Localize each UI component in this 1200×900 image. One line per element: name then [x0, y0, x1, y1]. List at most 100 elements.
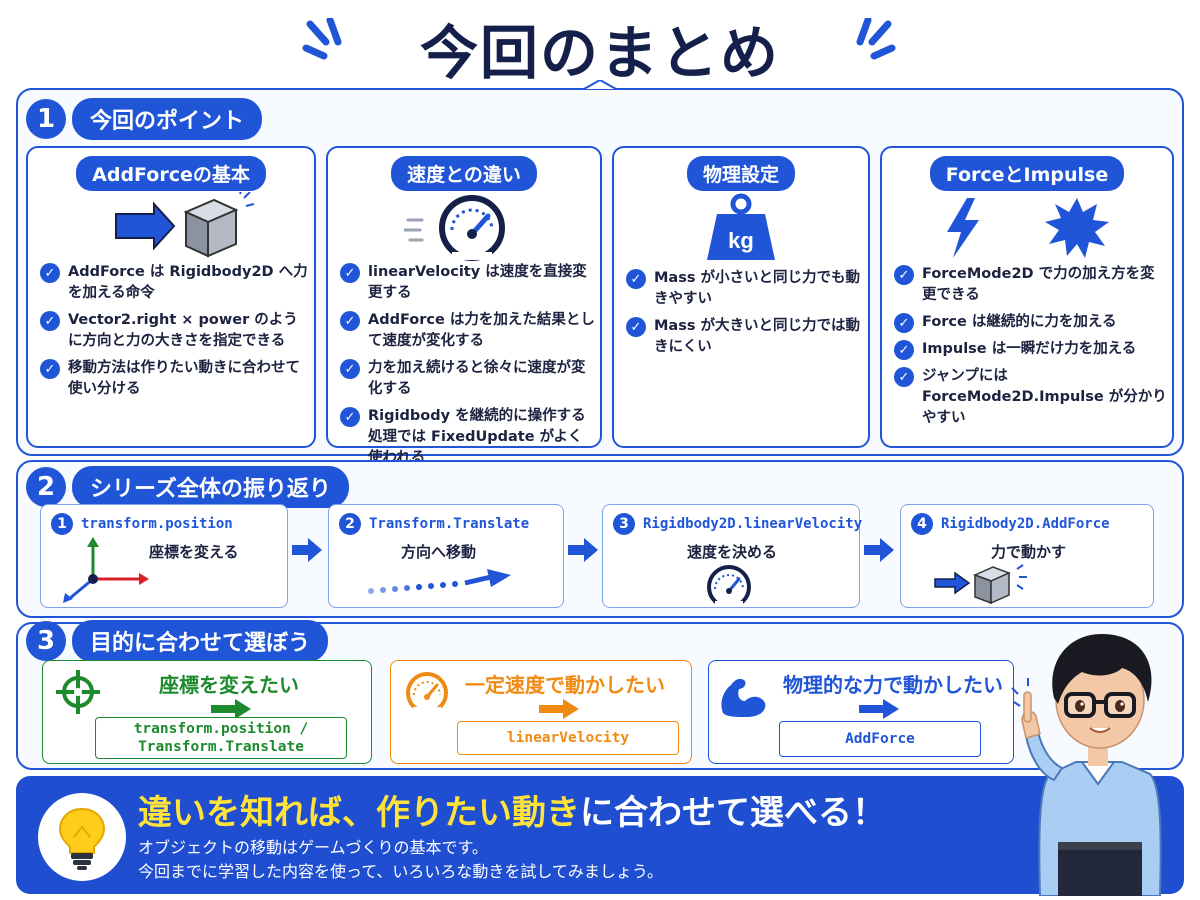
lightbulb-badge: [38, 793, 126, 881]
card-physics-settings: 物理設定 kg ✓Mass が小さいと同じ力でも動きやすい ✓Mass が大きい…: [612, 146, 870, 448]
weight-icon: kg: [614, 192, 868, 264]
check-icon: ✓: [40, 359, 60, 379]
flow-arrow-icon: [568, 538, 598, 562]
section-number: 3: [26, 621, 66, 661]
check-icon: ✓: [894, 340, 914, 360]
step-transform-position: 1 transform.position 座標を変える: [40, 504, 288, 608]
list-item: ✓ForceMode2D で力の加え方を変更できる: [894, 264, 1168, 306]
left-burst-icon: [302, 18, 342, 60]
push-box-icon: [934, 564, 1027, 605]
card-force-impulse: ForceとImpulse ✓ForceMode2D で力の加え方を変更できる …: [880, 146, 1174, 448]
step-name: transform.position: [81, 516, 233, 532]
section-title: 今回のポイント: [72, 98, 263, 140]
speedometer-icon: [707, 565, 751, 607]
lightning-icon: [947, 198, 979, 258]
banner-headline: 違いを知れば、作りたい動きに合わせて選べる！: [138, 793, 886, 833]
step-number: 1: [51, 513, 73, 535]
step-name: Transform.Translate: [369, 516, 530, 532]
api-box: AddForce: [779, 721, 981, 757]
step-number: 2: [339, 513, 361, 535]
flexed-arm-icon: [721, 678, 766, 717]
card-title: ForceとImpulse: [929, 156, 1125, 191]
list-item: ✓力を加え続けると徐々に速度が変化する: [340, 358, 596, 400]
card-title: AddForceの基本: [76, 156, 266, 191]
card-addforce-basics: AddForceの基本 ✓AddForce は Rigidbody2D へ力を加…: [26, 146, 316, 448]
bullet-list: ✓linearVelocity は速度を直接変更する ✓AddForce は力を…: [340, 262, 596, 475]
check-icon: ✓: [340, 311, 360, 331]
step-description: 座標を変える: [149, 543, 239, 561]
choice-title: 座標を変えたい: [159, 673, 299, 697]
section-title: シリーズ全体の振り返り: [72, 466, 349, 508]
choice-title: 一定速度で動かしたい: [465, 673, 665, 697]
check-icon: ✓: [40, 311, 60, 331]
title-area: 今回のまとめ: [0, 0, 1200, 87]
list-item: ✓ジャンプには ForceMode2D.Impulse が分かりやすい: [894, 366, 1168, 429]
section-3-header: 3 目的に合わせて選ぼう: [26, 620, 329, 662]
lightbulb-icon: [58, 807, 106, 870]
check-icon: ✓: [894, 313, 914, 333]
bullet-list: ✓AddForce は Rigidbody2D へ力を加える命令 ✓Vector…: [40, 262, 308, 406]
down-arrow-icon: [859, 699, 899, 719]
choice-title: 物理的な力で動かしたい: [783, 673, 1003, 697]
list-item: ✓Force は継続的に力を加える: [894, 312, 1168, 333]
step-name: Rigidbody2D.AddForce: [941, 516, 1110, 532]
step-description: 速度を決める: [687, 543, 778, 561]
check-icon: ✓: [340, 407, 360, 427]
impact-burst-icon: [1045, 198, 1109, 258]
right-burst-icon: [856, 18, 896, 60]
flow-arrow-icon: [864, 538, 894, 562]
axes-icon: [63, 537, 149, 603]
step-description: 方向へ移動: [401, 543, 477, 561]
bullet-list: ✓ForceMode2D で力の加え方を変更できる ✓Force は継続的に力を…: [894, 264, 1168, 435]
choice-constant-speed: 一定速度で動かしたい linearVelocity: [390, 660, 692, 764]
dotted-arrow-icon: [368, 569, 511, 594]
section-title: 目的に合わせて選ぼう: [72, 620, 329, 662]
push-box-icon: [28, 192, 314, 260]
speedometer-icon: [406, 672, 448, 713]
list-item: ✓移動方法は作りたい動きに合わせて使い分ける: [40, 358, 308, 400]
check-icon: ✓: [40, 263, 60, 283]
section-1-header: 1 今回のポイント: [26, 98, 263, 140]
check-icon: ✓: [626, 317, 646, 337]
svg-text:kg: kg: [728, 228, 754, 253]
card-title: 速度との違い: [391, 156, 537, 191]
down-arrow-icon: [211, 699, 251, 719]
bullet-list: ✓Mass が小さいと同じ力でも動きやすい ✓Mass が大きいと同じ力では動き…: [626, 268, 864, 364]
presenter-character: [1011, 634, 1162, 896]
list-item: ✓linearVelocity は速度を直接変更する: [340, 262, 596, 304]
check-icon: ✓: [894, 367, 914, 387]
step-transform-translate: 2 Transform.Translate 方向へ移動: [328, 504, 564, 608]
down-arrow-icon: [539, 699, 579, 719]
list-item: ✓Vector2.right × power のように方向と力の大きさを指定でき…: [40, 310, 308, 352]
check-icon: ✓: [340, 263, 360, 283]
check-icon: ✓: [894, 265, 914, 285]
list-item: ✓Mass が大きいと同じ力では動きにくい: [626, 316, 864, 358]
list-item: ✓AddForce は Rigidbody2D へ力を加える命令: [40, 262, 308, 304]
step-number: 4: [911, 513, 933, 535]
choice-change-position: 座標を変えたい transform.position /Transform.Tr…: [42, 660, 372, 764]
page-title: 今回のまとめ: [419, 19, 780, 87]
banner-line-1: オブジェクトの移動はゲームづくりの基本です。: [138, 838, 488, 857]
crosshair-icon: [56, 670, 100, 714]
section-number: 2: [26, 467, 66, 507]
choice-physical-force: 物理的な力で動かしたい AddForce: [708, 660, 1014, 764]
banner-line-2: 今回までに学習した内容を使って、いろいろな動きを試してみましょう。: [138, 862, 663, 881]
summary-banner: [16, 776, 1184, 894]
section-2-header: 2 シリーズ全体の振り返り: [26, 466, 349, 508]
step-description: 力で動かす: [991, 543, 1067, 561]
api-box: linearVelocity: [457, 721, 679, 755]
list-item: ✓AddForce は力を加えた結果として速度が変化する: [340, 310, 596, 352]
card-title: 物理設定: [686, 156, 795, 191]
flow-arrow-icon: [292, 538, 322, 562]
card-velocity-difference: 速度との違い ✓linearVelocity は速度を直接変更する ✓AddFo…: [326, 146, 602, 466]
api-box: transform.position /Transform.Translate: [95, 717, 347, 759]
force-impulse-icons: [882, 194, 1172, 262]
check-icon: ✓: [626, 269, 646, 289]
step-add-force: 4 Rigidbody2D.AddForce 力で動かす: [900, 504, 1154, 608]
list-item: ✓Impulse は一瞬だけ力を加える: [894, 339, 1168, 360]
section-number: 1: [26, 99, 66, 139]
check-icon: ✓: [340, 359, 360, 379]
speedometer-icon: [328, 190, 600, 262]
step-number: 3: [613, 513, 635, 535]
